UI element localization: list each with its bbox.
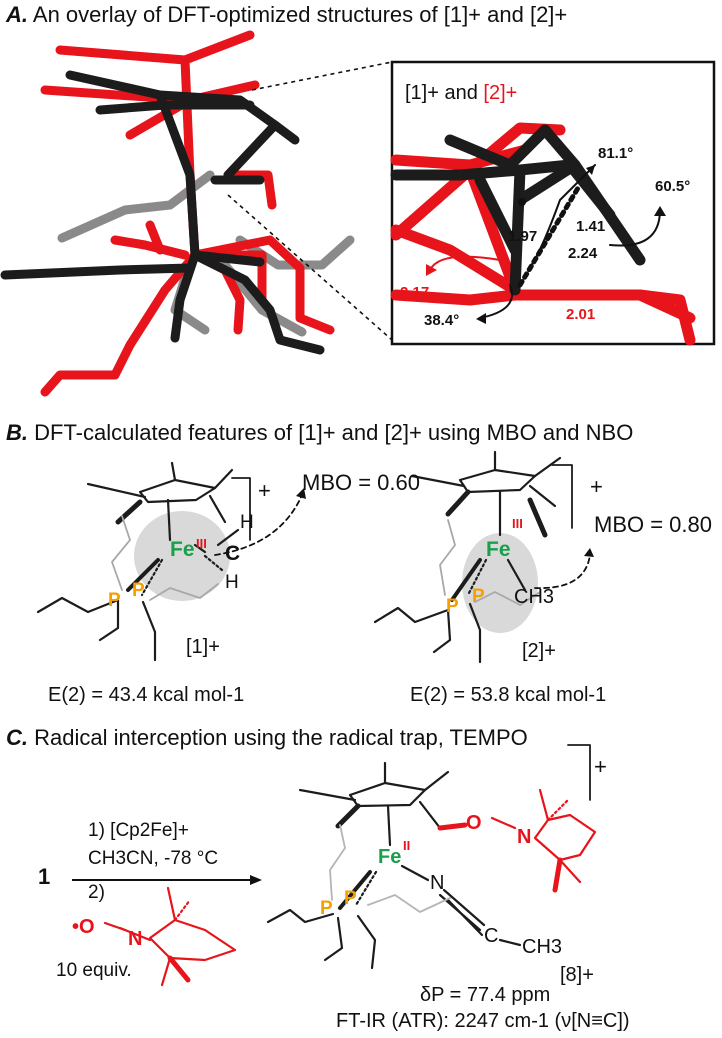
- energy-2: E(2) = 53.8 kcal mol-1: [410, 684, 607, 706]
- product-nitrile-n-label: N: [430, 872, 445, 894]
- section-b-title-text: DFT-calculated features of [1]+ and [2]+…: [34, 420, 634, 445]
- product-8: [266, 744, 597, 970]
- product-p2-label: P: [344, 888, 357, 909]
- ir-label: FT-IR (ATR): 2247 cm-1 (ν[N≡C]): [336, 1010, 630, 1032]
- inset-arc-red: [429, 255, 501, 271]
- inset-title: [1]+ and [2]+: [405, 82, 517, 105]
- inset-arc-top: [527, 164, 596, 271]
- section-c-title-text: Radical interception using the radical t…: [34, 725, 528, 750]
- product-nitrile-c-label: C: [484, 925, 499, 947]
- tempo-reagent: [103, 886, 237, 987]
- compound-2-label: [2]+: [522, 640, 556, 662]
- orbital-shade-2: [462, 533, 538, 633]
- step1-label: 1) [Cp2Fe]+: [88, 820, 189, 841]
- h1-label: H: [240, 512, 254, 533]
- inset-arc-bottom: [479, 284, 513, 319]
- inset-red-bonds: [390, 122, 696, 346]
- h2-label: H: [225, 572, 239, 593]
- product-tempo-n-label: N: [517, 826, 532, 848]
- mbo-arrow-1: [214, 494, 303, 556]
- angle-bottom-label: 38.4°: [424, 312, 460, 329]
- bond-red-2-label: 2.01: [566, 306, 596, 323]
- compound-1-label: [1]+: [186, 636, 220, 658]
- inset-title-black: [1]+ and: [405, 82, 484, 104]
- p1-label-2: P: [446, 596, 459, 617]
- charge-2: +: [590, 474, 603, 499]
- molecule-1: [36, 461, 306, 662]
- p1-label-1: P: [108, 590, 121, 611]
- bond-1-label: 1.41: [576, 218, 606, 235]
- conditions-label: CH3CN, -78 °C: [88, 848, 219, 869]
- energy-1: E(2) = 43.4 kcal mol-1: [48, 684, 245, 706]
- mbo-2-label: MBO = 0.80: [594, 512, 713, 537]
- angle-right-label: 60.5°: [655, 178, 691, 195]
- bond-3-label: 1.97: [508, 228, 538, 245]
- fe-oxidation-1: III: [196, 536, 207, 551]
- step2-label: 2): [88, 882, 105, 903]
- section-b-letter: B.: [6, 420, 28, 445]
- inset-structure: [390, 122, 696, 346]
- inset-black-bonds: [390, 124, 646, 296]
- section-c-letter: C.: [6, 725, 28, 750]
- bond-red-1-label: 2.17: [400, 284, 430, 301]
- product-charge: +: [594, 754, 607, 779]
- charge-1: +: [258, 478, 271, 503]
- mbo-1-label: MBO = 0.60: [302, 470, 421, 495]
- product-label: [8]+: [560, 964, 594, 986]
- overlay-black-bonds: [0, 70, 325, 355]
- molecule-2: [373, 450, 594, 664]
- inset-arc-right: [609, 209, 661, 247]
- fe-oxidation-2: III: [512, 516, 523, 531]
- reactant-label: 1: [38, 864, 51, 889]
- bracket-2: [551, 464, 573, 529]
- section-a-letter: A.: [6, 2, 28, 27]
- tempo-n-label: N: [128, 928, 143, 950]
- overlay-structure: [0, 30, 355, 397]
- nmr-label: δP = 77.4 ppm: [420, 984, 551, 1006]
- mbo-arrow-2: [534, 554, 591, 589]
- product-fe-oxidation: II: [403, 838, 411, 853]
- inset-title-red: [2]+: [483, 82, 518, 104]
- bond-2-label: 2.24: [568, 245, 598, 262]
- carbon-label-1: C: [225, 542, 241, 565]
- section-a-title-text: An overlay of DFT-optimized structures o…: [32, 2, 568, 27]
- product-fe-label: Fe: [378, 846, 402, 868]
- methyl-label-2: CH3: [514, 586, 555, 608]
- p2-label-1: P: [132, 580, 145, 601]
- fe-label-2: Fe: [486, 538, 511, 561]
- orbital-shade-1: [134, 511, 230, 601]
- section-b-title: B. DFT-calculated features of [1]+ and […: [6, 420, 633, 446]
- section-c-title: C. Radical interception using the radica…: [6, 725, 528, 751]
- product-p1-label: P: [320, 898, 333, 919]
- product-o-label: O: [466, 812, 482, 834]
- fe-label-1: Fe: [170, 538, 195, 561]
- section-a-title: A. An overlay of DFT-optimized structure…: [6, 2, 567, 28]
- bracket-1: [231, 477, 251, 541]
- angle-top-label: 81.1°: [598, 145, 634, 162]
- equiv-label: 10 equiv.: [56, 960, 132, 981]
- p2-label-2: P: [472, 586, 485, 607]
- product-methyl-label: CH3: [522, 936, 563, 958]
- tempo-o-label: •O: [72, 916, 95, 938]
